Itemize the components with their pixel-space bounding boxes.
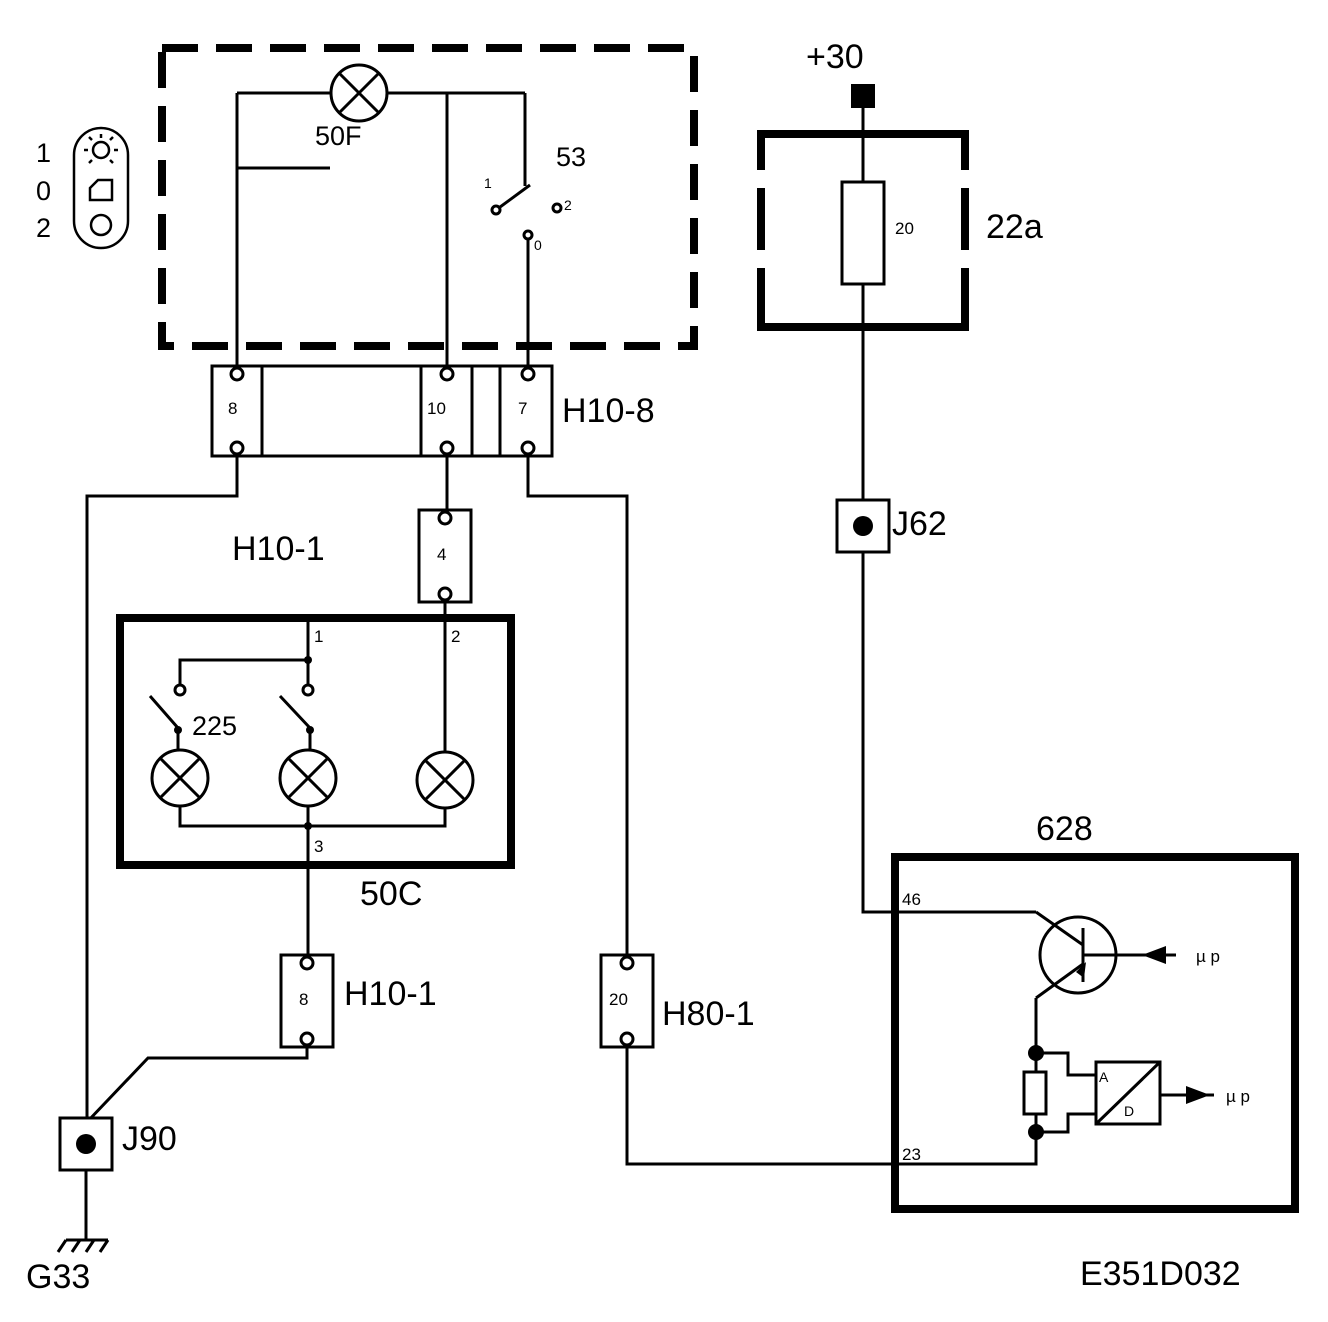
- fuse-value-label: 20: [895, 219, 914, 238]
- switch-pos-label: 1: [484, 175, 492, 191]
- pin-label: 2: [451, 627, 460, 646]
- switch-position-label: 2: [36, 213, 51, 243]
- lamp-unit-50c-label: 50C: [360, 875, 422, 913]
- switch-position-label: 1: [36, 138, 51, 168]
- switch-53-label: 53: [556, 142, 586, 172]
- connector-h10-8: [210, 364, 554, 458]
- resistor-icon: [1022, 1070, 1048, 1116]
- connector-h10-8-label: H10-8: [562, 392, 655, 430]
- junction-j90: [58, 1116, 114, 1172]
- pin-label: 46: [902, 890, 921, 909]
- pin-label: 8: [228, 399, 237, 418]
- pin-label: 10: [427, 399, 446, 418]
- connector-h10-1-lower: [279, 953, 335, 1049]
- pin-label: 3: [314, 837, 323, 856]
- connector-h10-1-label: H10-1: [344, 975, 437, 1013]
- transistor-icon: [1035, 910, 1176, 1000]
- connector-h10-1-upper: [417, 508, 473, 604]
- pin-label: 23: [902, 1145, 921, 1164]
- switch-enclosure: [158, 44, 698, 350]
- switch-position-label: 0: [36, 176, 51, 206]
- control-unit-628: [891, 853, 1299, 1213]
- lamp-icon: [278, 748, 338, 808]
- pin-label: 4: [437, 545, 446, 564]
- fuse-box-22a: [757, 130, 969, 331]
- pin-label: 8: [299, 990, 308, 1009]
- junction-j62-label: J62: [892, 505, 947, 543]
- fuse-icon: [840, 180, 886, 286]
- supply-label: +30: [806, 38, 864, 76]
- junction-j62: [835, 498, 891, 554]
- junction-j90-label: J90: [122, 1120, 177, 1158]
- off-circle-icon: [89, 213, 113, 237]
- connector-h80-1-label: H80-1: [662, 995, 755, 1033]
- connector-h80-1: [599, 953, 655, 1049]
- door-icon: [88, 178, 114, 202]
- sun-icon: [84, 134, 118, 164]
- mu-p-label: µ p: [1196, 947, 1220, 966]
- switch-pos-label: 0: [534, 237, 542, 253]
- ad-converter-icon: [1094, 1060, 1214, 1126]
- door-switch-225-label: 225: [192, 711, 237, 741]
- pin-label: 7: [518, 399, 527, 418]
- lamp-icon: [415, 750, 475, 810]
- ground-g33-label: G33: [26, 1258, 90, 1296]
- control-unit-628-label: 628: [1036, 810, 1093, 848]
- lamp-50f-icon: [329, 63, 389, 123]
- pin-label: 20: [609, 990, 628, 1009]
- ad-label: A: [1099, 1069, 1109, 1085]
- lamp-unit-50c: [116, 614, 515, 869]
- light-switch-symbol: [72, 126, 130, 250]
- ad-label: D: [1124, 1103, 1134, 1119]
- pin-label: 1: [314, 627, 323, 646]
- switch-pos-label: 2: [564, 197, 572, 213]
- mu-p-label: µ p: [1226, 1087, 1250, 1106]
- drawing-code: E351D032: [1080, 1255, 1241, 1293]
- supply-terminal: [851, 84, 875, 108]
- lamp-icon: [150, 748, 210, 808]
- ground-icon: [56, 1238, 110, 1253]
- connector-h10-1-label: H10-1: [232, 530, 325, 568]
- lamp-50f-label: 50F: [315, 121, 362, 151]
- fuse-box-label: 22a: [986, 208, 1043, 246]
